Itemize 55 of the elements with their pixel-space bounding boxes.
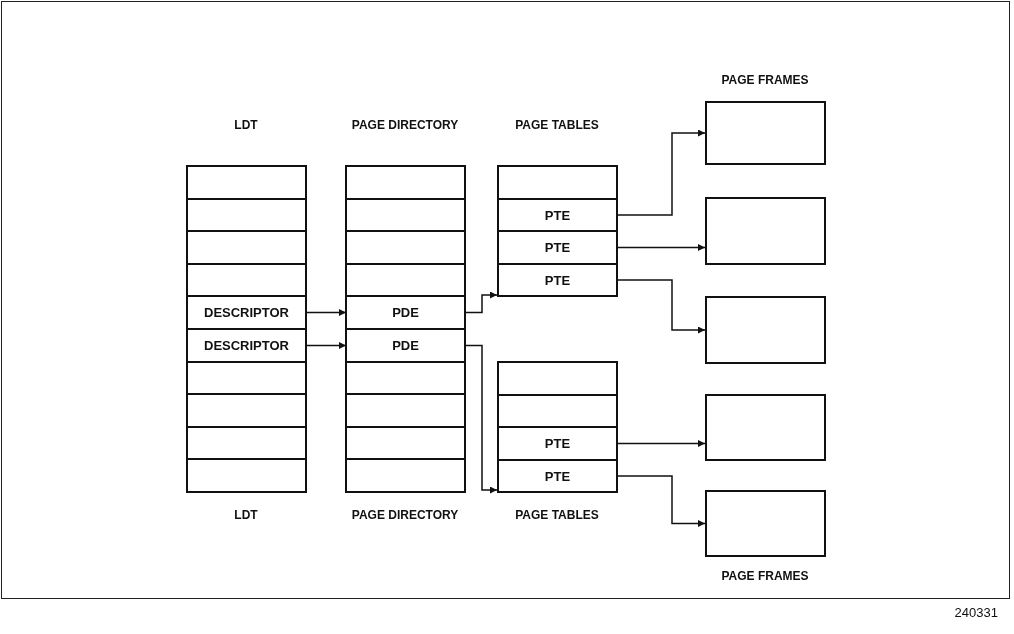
page-frame-box (705, 296, 826, 364)
table-entry (187, 427, 306, 459)
table-heading: PAGE TABLES (515, 118, 599, 132)
figure-number: 240331 (954, 605, 998, 620)
table-entry: PDE (346, 329, 465, 362)
table-entry (498, 395, 617, 427)
table-entry (346, 362, 465, 394)
table-heading: PAGE FRAMES (721, 569, 809, 583)
table-heading: PAGE DIRECTORY (351, 118, 459, 132)
page-table (497, 165, 618, 297)
table-entry (187, 362, 306, 394)
table-entry: DESCRIPTOR (187, 296, 306, 329)
table-entry (346, 231, 465, 264)
page-frame-box (705, 197, 826, 265)
table-entry (187, 264, 306, 296)
table-heading: PAGE DIRECTORY (351, 508, 459, 522)
arrow (616, 440, 706, 447)
table-entry (187, 199, 306, 231)
table-entry: PTE (498, 427, 617, 460)
table-entry (187, 459, 306, 492)
table-entry (187, 231, 306, 264)
table-entry (346, 427, 465, 459)
arrow (616, 279, 706, 334)
table-entry (187, 394, 306, 427)
table-heading: LDT (234, 508, 258, 522)
arrow (616, 244, 706, 251)
page-frame-box (705, 490, 826, 557)
table-entry: PDE (346, 296, 465, 329)
table-heading: LDT (234, 118, 258, 132)
table-entry: DESCRIPTOR (187, 329, 306, 362)
table-entry (346, 459, 465, 492)
table-entry (498, 362, 617, 395)
page-frame-box (705, 101, 826, 165)
arrow (305, 309, 347, 316)
table-entry (498, 166, 617, 199)
arrow (616, 129, 706, 216)
table-heading: PAGE FRAMES (721, 73, 809, 87)
table-entry (346, 394, 465, 427)
table-entry (346, 166, 465, 199)
table-entry: PTE (498, 460, 617, 492)
table-entry: PTE (498, 199, 617, 231)
page-frame-box (705, 394, 826, 461)
descriptor-table (186, 165, 307, 493)
arrow (305, 342, 347, 349)
arrow (616, 475, 706, 527)
arrow (464, 291, 498, 314)
table-entry (346, 264, 465, 296)
table-entry: PTE (498, 264, 617, 296)
page-directory-table (345, 165, 466, 493)
table-entry (346, 199, 465, 231)
page-table (497, 361, 618, 493)
table-entry: PTE (498, 231, 617, 264)
arrow (464, 344, 498, 494)
table-heading: PAGE TABLES (515, 508, 599, 522)
table-entry (187, 166, 306, 199)
